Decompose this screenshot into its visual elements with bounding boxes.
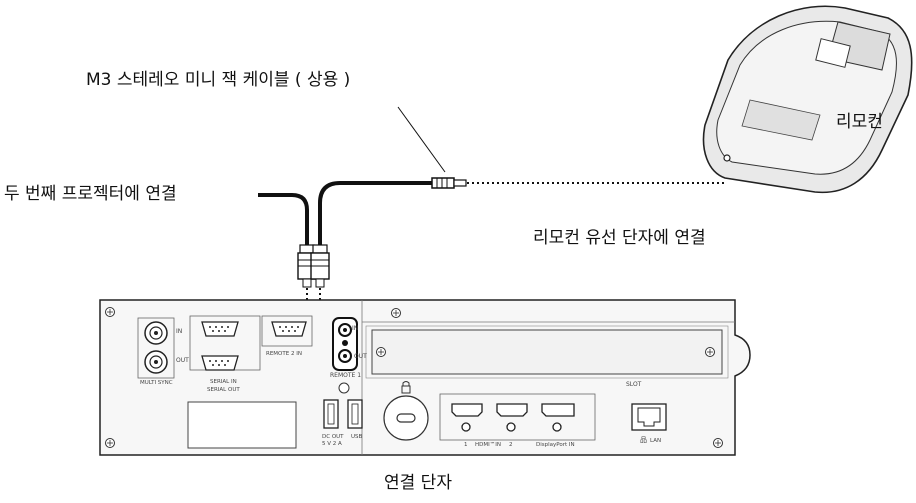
hdmi-2-label: 2 — [509, 442, 513, 448]
serial-ports — [189, 315, 313, 371]
network-icon: 品 — [640, 436, 647, 444]
usb-ports — [323, 399, 363, 429]
second-projector-cable — [258, 193, 309, 245]
remote2-in-label: REMOTE 2 IN — [266, 351, 302, 357]
displayport-in-label: DisplayPort IN — [536, 442, 575, 448]
security-lock — [383, 381, 429, 441]
remote1-out-label: OUT — [354, 353, 367, 360]
multi-sync-label: MULTI SYNC — [140, 380, 173, 386]
cable-callout: M3 스테레오 미니 잭 케이블 ( 상용 ) — [86, 70, 351, 90]
connection-terminal-callout: 연결 단자 — [384, 473, 452, 493]
second-projector-callout: 두 번째 프로젝터에 연결 — [4, 184, 177, 204]
multi-sync-out-label: OUT — [176, 357, 189, 364]
serial-in-label: SERIAL IN — [210, 379, 237, 385]
lan-label: LAN — [650, 438, 661, 444]
hdmi-in-label: HDMI™IN — [475, 441, 501, 448]
hdmi-1-label: 1 — [464, 442, 468, 448]
multi-sync-in-label: IN — [176, 328, 182, 335]
projector-rear-panel: IN OUT MULTI SYNC REMOTE 2 IN SERIAL IN … — [99, 299, 751, 456]
dc-out-spec-label: 5 V 2 A — [322, 441, 342, 447]
remote1-in-label: IN — [352, 325, 358, 332]
usb-label: USB — [351, 434, 363, 440]
multi-sync-ports — [137, 317, 175, 379]
remote-callout: 리모컨 — [836, 112, 883, 132]
remote-control — [702, 5, 913, 194]
hdmi-displayport-ports — [439, 393, 596, 441]
remote-terminal-callout: 리모컨 유선 단자에 연결 — [533, 228, 706, 248]
serial-out-label: SERIAL OUT — [207, 387, 240, 393]
remote1-label: REMOTE 1 — [330, 372, 361, 379]
remote1-ports — [332, 317, 358, 371]
lan-port — [631, 403, 667, 431]
dc-out-label: DC OUT — [322, 434, 344, 440]
plug-right — [310, 244, 330, 288]
cable-leader-line — [397, 106, 446, 173]
slot-label: SLOT — [626, 381, 642, 388]
stereo-mini-cable — [318, 177, 725, 245]
